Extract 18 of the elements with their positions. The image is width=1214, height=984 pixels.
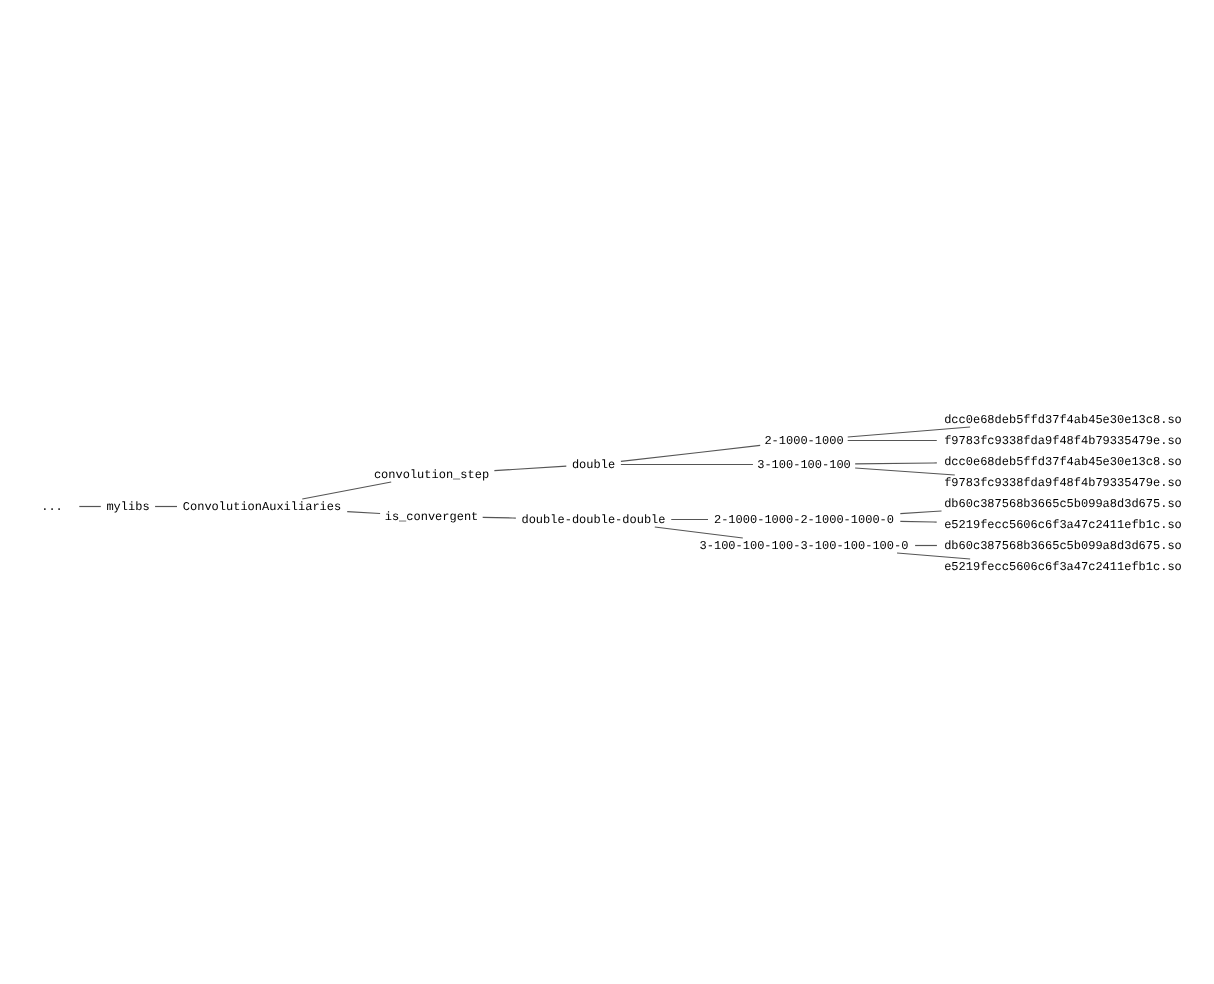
connector — [493, 464, 567, 471]
connector — [899, 519, 938, 522]
connector — [620, 443, 761, 462]
connector — [854, 466, 956, 475]
connector — [854, 461, 938, 464]
connector — [620, 462, 754, 465]
connector — [670, 517, 709, 520]
connector — [847, 438, 938, 441]
connector — [896, 551, 971, 559]
connector — [154, 504, 178, 507]
connector — [346, 509, 381, 514]
connector — [482, 515, 517, 518]
connector — [78, 504, 102, 507]
connector — [914, 543, 938, 546]
connector — [847, 425, 971, 437]
connector — [301, 480, 392, 499]
connector — [654, 525, 744, 538]
connector — [899, 509, 943, 514]
